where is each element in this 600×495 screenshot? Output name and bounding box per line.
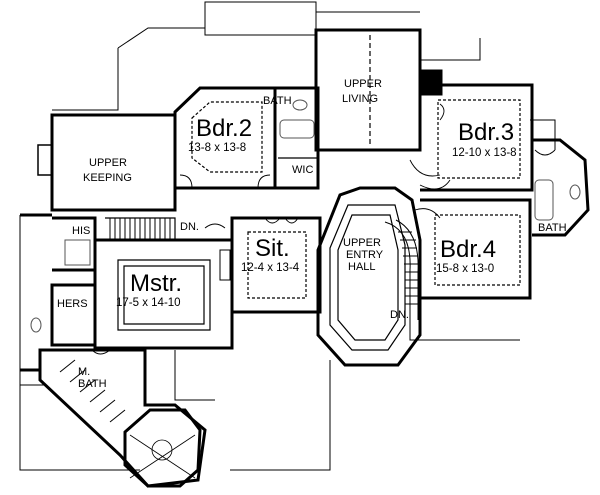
room-hers-label: HERS <box>57 298 88 310</box>
room-bdr4-name: Bdr.4 <box>440 236 496 263</box>
entry-hall-walls <box>316 186 422 367</box>
fireplace <box>421 69 443 96</box>
room-upper-keeping-line1: UPPER <box>89 157 127 169</box>
tub-right <box>534 179 554 221</box>
hers-walls <box>50 283 97 347</box>
door-swings <box>91 103 556 355</box>
tower-ceiling <box>129 434 196 479</box>
stairs-down-left: DN. <box>180 221 199 233</box>
window-keeping <box>37 144 53 176</box>
room-bath-top-label: BATH <box>263 95 292 107</box>
room-his-label: HIS <box>72 225 90 237</box>
room-mstr-name: Mstr. <box>130 270 182 297</box>
his-walls <box>52 216 97 272</box>
room-bdr3-dims: 12-10 x 13-8 <box>452 147 517 159</box>
closet-shelf-his <box>64 239 91 266</box>
bdr2-walls <box>173 86 277 190</box>
room-entry-hall-line3: HALL <box>348 261 376 273</box>
toilet-right <box>569 184 581 200</box>
room-sit-dims: 12-4 x 13-4 <box>241 262 300 274</box>
room-upper-keeping-line2: KEEPING <box>83 172 132 184</box>
toilet-top <box>292 99 308 111</box>
m-bath-walls <box>38 348 207 488</box>
fixtures <box>30 69 581 333</box>
walls <box>20 28 590 488</box>
room-upper-living-line1: UPPER <box>344 78 382 90</box>
stairs-down-right: DN. <box>390 309 409 321</box>
room-labels: Bdr.2 13-8 x 13-8 BATH WIC UPPER LIVING … <box>57 78 567 390</box>
room-entry-hall-line2: ENTRY <box>346 249 384 261</box>
room-bath-right-label: BATH <box>538 222 567 234</box>
bdr3-walls <box>420 83 534 192</box>
room-wic-label: WIC <box>292 164 313 176</box>
room-bdr3-name: Bdr.3 <box>458 119 514 146</box>
tub-top <box>279 119 315 139</box>
room-sit-name: Sit. <box>255 235 290 262</box>
tower-walls <box>123 408 202 488</box>
room-upper-living-line2: LIVING <box>342 93 378 105</box>
m-bath-hatch <box>59 359 126 423</box>
room-entry-hall-line1: UPPER <box>343 237 381 249</box>
upper-living-walls <box>314 28 422 152</box>
room-bdr2-dims: 13-8 x 13-8 <box>188 142 246 154</box>
room-m-bath-line1: M. <box>78 366 90 378</box>
room-m-bath-line2: BATH <box>78 378 107 390</box>
room-bdr4-dims: 15-8 x 13-0 <box>436 263 494 275</box>
bath-right-walls <box>532 138 590 237</box>
upper-keeping-walls <box>50 113 177 212</box>
bath-wic-walls <box>275 86 320 190</box>
room-bdr2-name: Bdr.2 <box>196 115 252 142</box>
room-mstr-dims: 17-5 x 14-10 <box>116 297 181 309</box>
bdr4-walls <box>420 198 532 300</box>
mstr-niche <box>219 249 231 281</box>
toilet-hers <box>30 317 42 333</box>
stair-treads-left <box>109 218 171 240</box>
stair-treads-right <box>384 219 419 320</box>
